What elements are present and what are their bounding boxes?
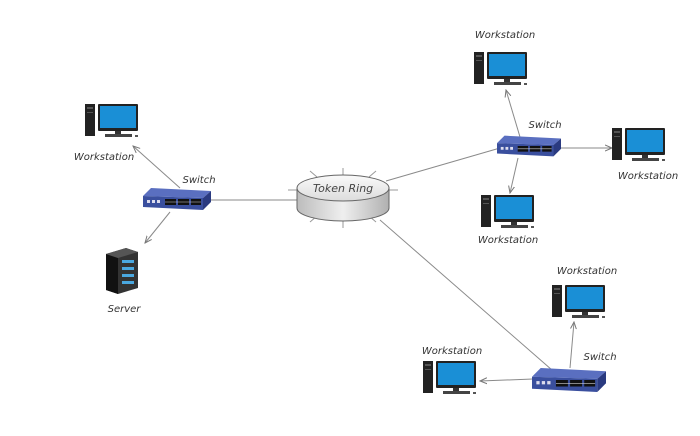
link-ring-topright-switch <box>385 147 501 182</box>
link-ring-bottomright-switch <box>379 219 553 371</box>
left-workstation-icon[interactable] <box>85 104 138 137</box>
link-topright-switch-top-ws <box>506 90 521 138</box>
top-workstation-icon[interactable] <box>474 52 527 85</box>
link-left-switch-workstation <box>133 146 181 189</box>
middle-workstation-label: Workstation <box>478 235 538 246</box>
token-ring[interactable]: Token Ring <box>288 168 398 228</box>
right-workstation-icon[interactable] <box>612 128 665 161</box>
bottomright-workstation-icon[interactable] <box>552 285 605 318</box>
top-workstation-label: Workstation <box>475 30 535 41</box>
links <box>133 90 612 381</box>
link-topright-switch-bottom-ws <box>510 157 519 193</box>
bottomright-switch-label: Switch <box>583 352 616 363</box>
server-label: Server <box>108 304 142 315</box>
link-left-switch-server <box>145 211 171 243</box>
middle-workstation-icon[interactable] <box>481 195 534 228</box>
right-workstation-label: Workstation <box>618 171 678 182</box>
bottomleft-workstation-label: Workstation <box>422 346 482 357</box>
link-bottomright-switch-top-ws <box>569 322 574 369</box>
bottomright-workstation-label: Workstation <box>557 266 617 277</box>
link-bottomright-switch-left-ws <box>480 379 534 381</box>
bottomright-switch-icon[interactable] <box>532 368 606 392</box>
left-switch-label: Switch <box>182 175 215 186</box>
server-icon[interactable] <box>106 248 138 294</box>
token-ring-label: Token Ring <box>313 182 373 195</box>
bottomleft-workstation-icon[interactable] <box>423 361 476 394</box>
left-switch-icon[interactable] <box>143 188 211 210</box>
topright-switch-label: Switch <box>528 120 561 131</box>
topright-switch-icon[interactable] <box>497 135 561 157</box>
left-workstation-label: Workstation <box>74 152 134 163</box>
